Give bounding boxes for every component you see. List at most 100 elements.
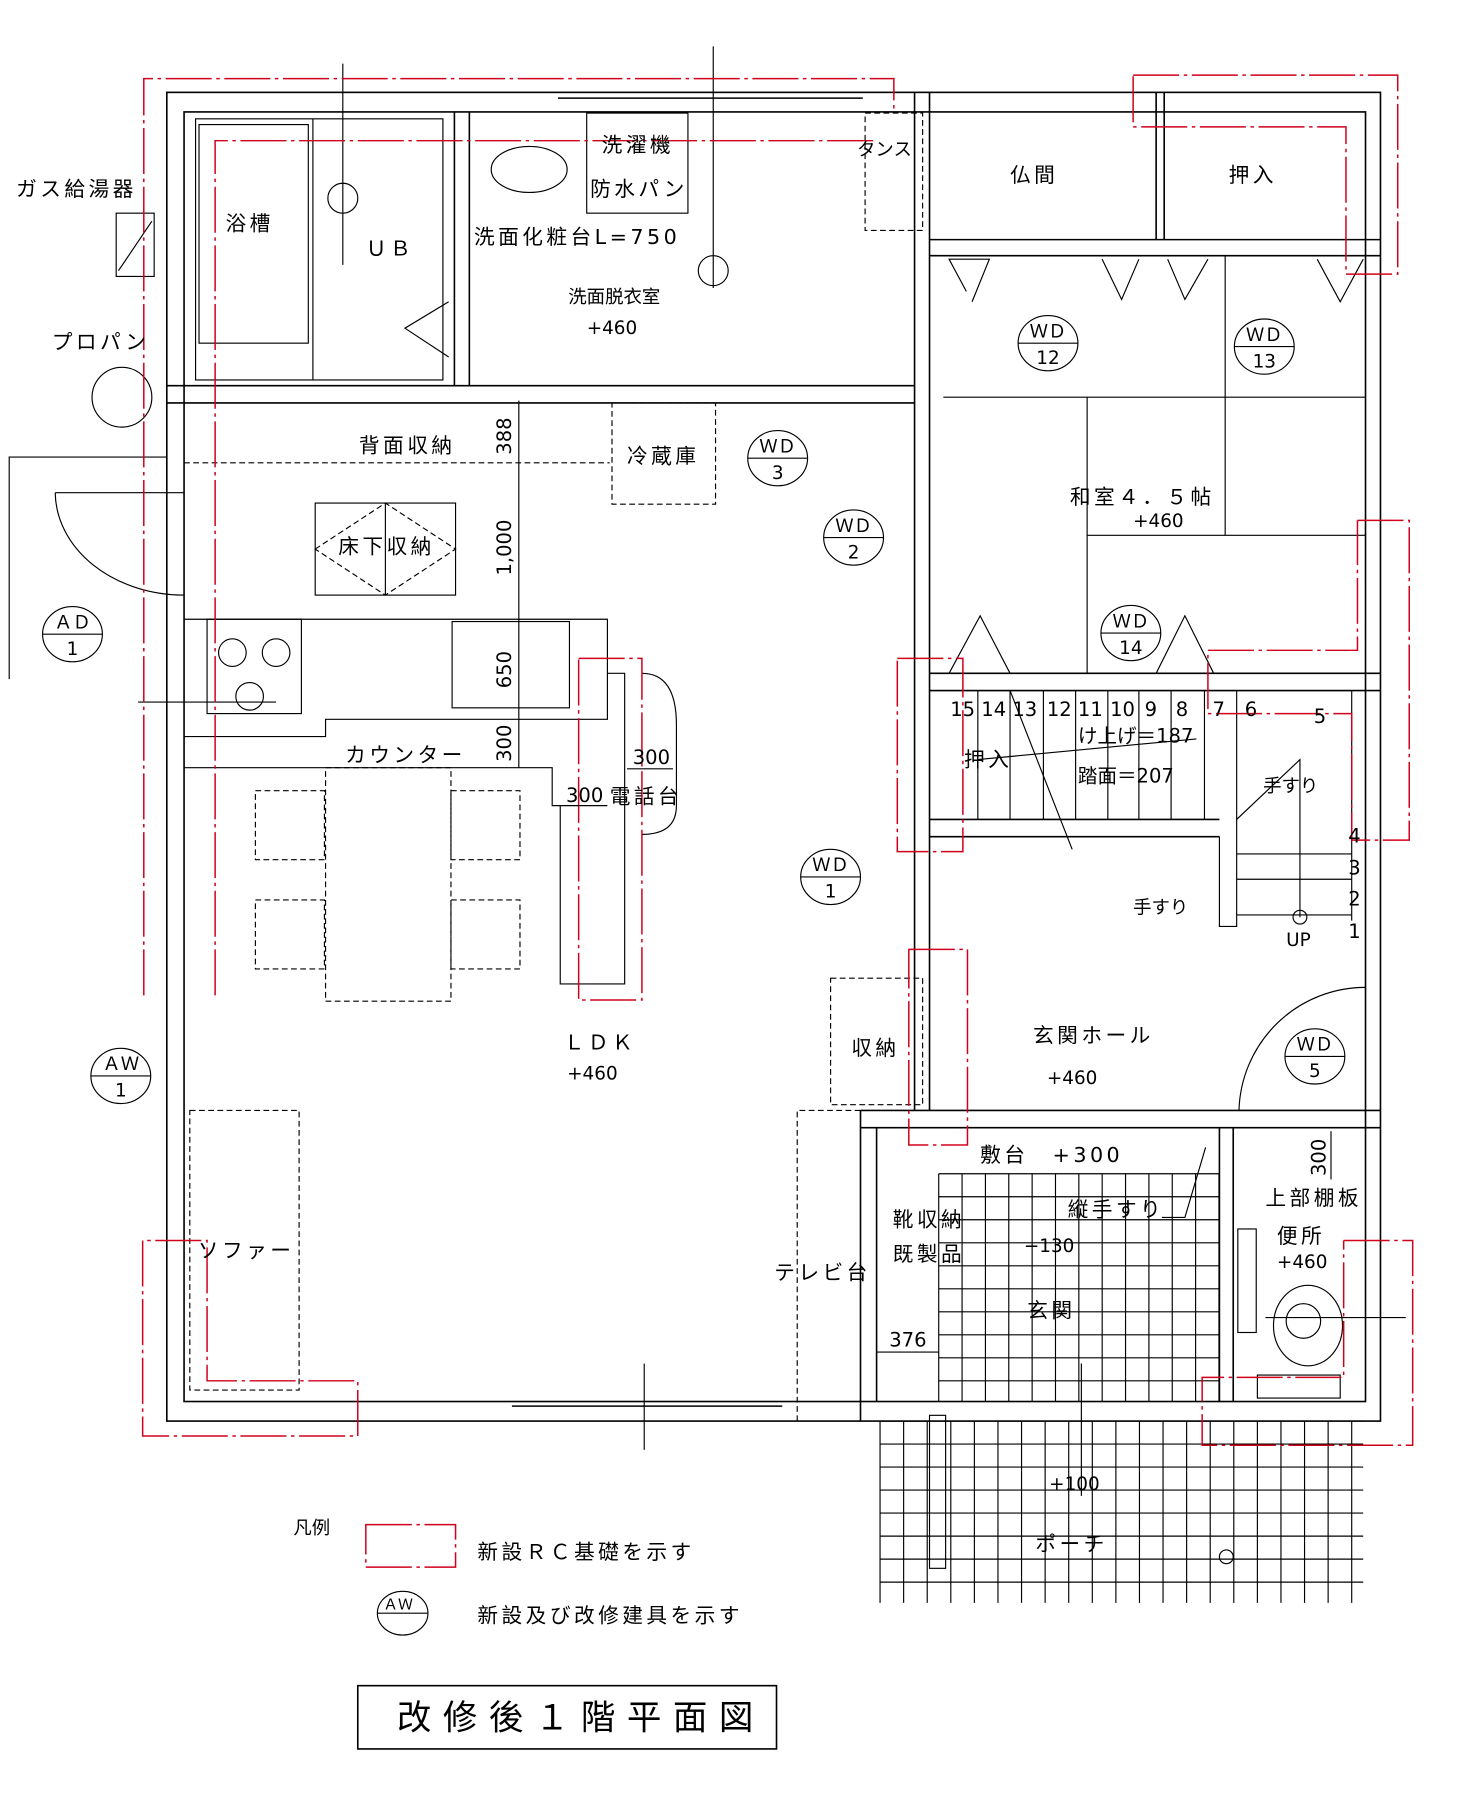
- legend-heading: 凡例: [293, 1518, 330, 1539]
- counter-label: カウンター: [345, 743, 466, 767]
- handrail-label: 手すり: [1263, 776, 1318, 797]
- fitting-tag-number: 3: [772, 463, 784, 484]
- legend-fitting-symbol-text: ＡＷ: [383, 1596, 413, 1614]
- genkan-level: −130: [1024, 1236, 1075, 1257]
- fitting-tag-type: ＷＤ: [759, 436, 796, 457]
- riser-label: け上げ＝187: [1078, 724, 1193, 747]
- dimension-300: 300: [566, 784, 603, 807]
- butsuma-label: 仏間: [1010, 163, 1058, 187]
- fridge-label: 冷蔵庫: [627, 444, 699, 468]
- fitting-tag: ＷＤ 2: [823, 509, 885, 566]
- stair-step-number: 14: [981, 698, 1006, 721]
- legend-rc-text: 新設ＲＣ基礎を示す: [477, 1540, 694, 1564]
- vertical-rail-label: 縦手すり: [1068, 1197, 1165, 1221]
- propane-label: プロパン: [52, 330, 150, 354]
- stair-step-number: 10: [1110, 698, 1135, 721]
- stair-step-number: 6: [1245, 698, 1257, 721]
- fitting-tag-type: ＡＷ: [102, 1054, 139, 1075]
- washitsu-level: +460: [1133, 511, 1184, 532]
- fitting-tag-number: 2: [848, 542, 860, 563]
- stair-step-number: 4: [1348, 824, 1360, 847]
- hall-label: 玄関ホール: [1033, 1024, 1154, 1048]
- fitting-tag-type: ＷＤ: [1112, 611, 1149, 632]
- stair-step-number: 11: [1078, 698, 1103, 721]
- ready-made-label: 既製品: [893, 1242, 965, 1266]
- legend-rc-swatch: [365, 1523, 457, 1568]
- bathtub-label: 浴槽: [225, 211, 273, 235]
- drawing-title: 改修後１階平面図: [397, 1698, 765, 1738]
- tansu-label: タンス: [857, 140, 912, 161]
- fitting-tag-type: ＷＤ: [1030, 321, 1067, 342]
- fitting-tag-type: ＡＤ: [54, 612, 91, 633]
- stair-closet-label: 押入: [964, 748, 1012, 772]
- hall-level: +460: [1047, 1068, 1098, 1089]
- phone-stand-label: 電話台: [610, 784, 682, 808]
- fitting-tag: ＷＤ 13: [1233, 318, 1295, 375]
- fitting-tag-number: 1: [115, 1081, 127, 1102]
- fitting-tag-number: 14: [1119, 638, 1142, 659]
- dimension-650: 650: [493, 651, 516, 688]
- stair-step-number: 1: [1348, 920, 1360, 943]
- fitting-tag: ＷＤ 1: [800, 848, 862, 906]
- stair-step-number: 9: [1145, 698, 1157, 721]
- step-stand-label: 敷台 +300: [980, 1143, 1123, 1167]
- fitting-tag-type: ＷＤ: [835, 516, 872, 537]
- title-block: 改修後１階平面図: [356, 1684, 778, 1750]
- porch-label: ポーチ: [1035, 1532, 1107, 1556]
- upper-shelf-label: 上部棚板: [1265, 1186, 1362, 1210]
- dimension-300: 300: [493, 725, 516, 762]
- handrail-label: 手すり: [1133, 898, 1188, 919]
- rc-foundation-lines: [141, 74, 1414, 1568]
- dimension-1000: 1,000: [493, 520, 516, 576]
- stair-step-number: 2: [1348, 888, 1360, 911]
- fitting-tag-type: ＷＤ: [812, 855, 849, 876]
- shoe-storage-label: 靴収納: [893, 1208, 965, 1232]
- fitting-tag: ＷＤ 5: [1284, 1028, 1346, 1085]
- legend: 凡例 新設ＲＣ基礎を示す ＡＷ 新設及び改修建具を示す: [293, 1518, 743, 1636]
- washer-label: 洗濯機: [602, 133, 674, 157]
- fitting-tag: ＡＤ 1: [41, 606, 103, 663]
- storage-label: 収納: [851, 1036, 899, 1060]
- dimension-388: 388: [493, 417, 516, 454]
- fitting-tag: ＡＷ 1: [90, 1047, 152, 1105]
- stair-step-number: 7: [1213, 698, 1225, 721]
- labels: ガス給湯器 プロパン 浴槽 ＵＢ 洗濯機 防水パン タンス 洗面化粧台L=750…: [16, 133, 1362, 1556]
- fitting-tag-type: ＷＤ: [1246, 325, 1283, 346]
- ldk-level: +460: [567, 1063, 618, 1084]
- tread-label: 踏面＝207: [1078, 765, 1174, 788]
- fitting-tag-number: 1: [825, 882, 837, 903]
- washroom-label: 洗面脱衣室: [568, 287, 660, 308]
- fitting-tag: ＷＤ 14: [1100, 604, 1162, 662]
- oshiire-label: 押入: [1229, 163, 1277, 187]
- fitting-tag-type: ＷＤ: [1297, 1035, 1334, 1056]
- fitting-tag-number: 13: [1253, 351, 1276, 372]
- tv-stand-label: テレビ台: [774, 1261, 871, 1285]
- vanity-label: 洗面化粧台L=750: [474, 225, 680, 249]
- fitting-tag: ＷＤ 3: [747, 430, 809, 487]
- dimension-lines: [518, 400, 1332, 1353]
- dimension-376: 376: [889, 1328, 926, 1351]
- sofa-label: ソファー: [198, 1239, 295, 1263]
- stair-step-number: 5: [1314, 705, 1326, 728]
- washitsu-label: 和室４．５帖: [1070, 485, 1215, 509]
- stair-step-number: 12: [1047, 698, 1072, 721]
- gas-heater-label: ガス給湯器: [16, 177, 137, 201]
- toilet-level: +460: [1277, 1252, 1328, 1273]
- legend-fittings-text: 新設及び改修建具を示す: [477, 1603, 743, 1627]
- walls: [166, 91, 1382, 1422]
- fitting-tag-number: 1: [67, 639, 79, 660]
- stair-step-number: 13: [1012, 698, 1037, 721]
- fitting-tag: ＷＤ 12: [1017, 314, 1079, 372]
- rear-storage-label: 背面収納: [359, 433, 456, 457]
- ub-label: ＵＢ: [366, 237, 414, 261]
- dimension-300: 300: [633, 746, 670, 769]
- dimension-300: 300: [1307, 1139, 1330, 1176]
- fitting-tag-number: 12: [1036, 348, 1059, 369]
- underfloor-storage-label: 床下収納: [338, 535, 435, 559]
- up-label: UP: [1286, 930, 1311, 951]
- waterproof-pan-label: 防水パン: [590, 177, 688, 201]
- fitting-tag-number: 5: [1309, 1061, 1321, 1082]
